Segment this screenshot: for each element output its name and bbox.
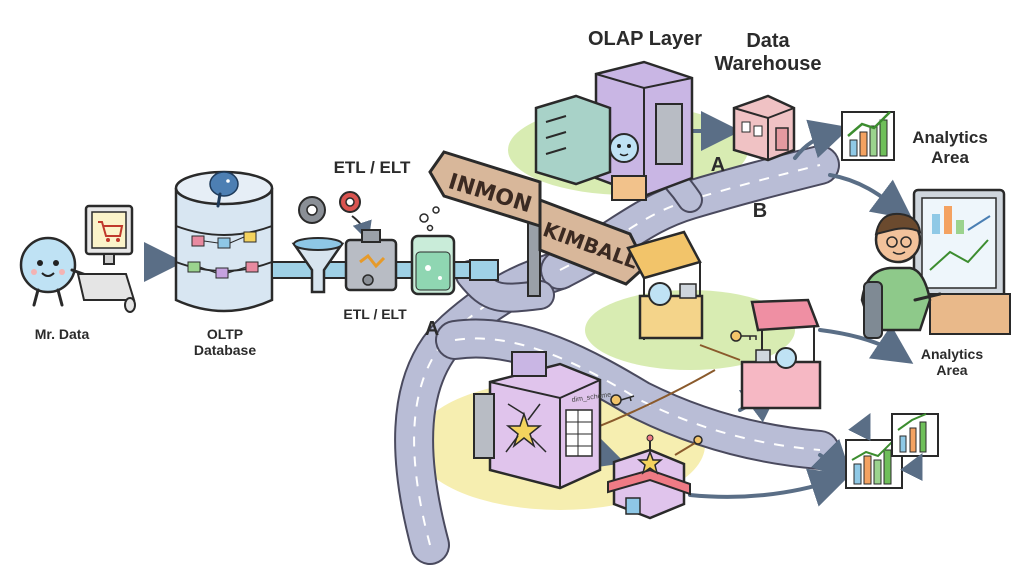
olap-layer-label: OLAP Layer: [587, 28, 703, 50]
data-warehouse-line1: Data: [746, 30, 790, 52]
kimball-sign: [538, 197, 648, 286]
lower-bar-chart-icon: [845, 413, 939, 489]
connector-stall-keys: [699, 344, 741, 361]
arrow-route-to-analyst: [828, 173, 913, 220]
arrow-shop-to-analytics: [688, 468, 851, 507]
funnel-icon: [291, 237, 345, 294]
oltp-label: OLTP Database: [180, 326, 270, 358]
analyst-person-icon: [860, 188, 1011, 339]
analytics-area-mid-line2: Area: [936, 362, 968, 379]
analytics-area-top-label: Analytics Area: [898, 128, 1002, 167]
route-a-upper-label: A: [710, 154, 726, 176]
arrow-stall-to-analyst: [818, 325, 914, 364]
etl-elt-bottom-label: ETL / ELT: [343, 306, 407, 322]
key-icon: [610, 330, 757, 445]
elephant-logo-icon: [209, 171, 239, 208]
filter-box-icon: [344, 229, 398, 292]
water-tank-icon: [410, 206, 456, 296]
star-schema-building-icon: dim_scheme: [473, 351, 612, 490]
pink-stall-icon: [740, 298, 822, 410]
arrow-dw-to-analytics: [793, 119, 851, 160]
market-stall-icon: [626, 230, 704, 340]
mascot-droplet-icon: [19, 236, 88, 307]
mr-data-label: Mr. Data: [34, 326, 90, 342]
route-a-lower-label: A: [424, 318, 440, 340]
olap-building-icon: [534, 60, 694, 201]
computer-cart-icon: [76, 204, 136, 313]
gear-icon: [298, 191, 372, 242]
shop-icon: [607, 434, 691, 520]
database-cylinder-icon: [174, 170, 274, 313]
data-warehouse-line2: Warehouse: [714, 53, 822, 75]
analytics-area-mid-line1: Analytics: [920, 346, 984, 362]
connector-building-stall: [589, 369, 716, 431]
analytics-area-top-line1: Analytics: [912, 128, 988, 147]
road-network: [394, 145, 840, 565]
bar-chart-icon: [841, 111, 895, 161]
analytics-area-mid-label: Analytics Area: [910, 346, 994, 378]
etl-elt-top-label: ETL / ELT: [333, 158, 411, 177]
oltp-label-line1: OLTP: [206, 326, 244, 342]
oltp-label-line2: Database: [193, 342, 257, 359]
analytics-area-top-line2: Area: [931, 147, 969, 167]
warehouse-icon: [732, 94, 796, 162]
inmon-sign: [428, 150, 542, 229]
route-b-label: B: [752, 200, 768, 222]
data-warehouse-label: Data Warehouse: [700, 30, 836, 76]
